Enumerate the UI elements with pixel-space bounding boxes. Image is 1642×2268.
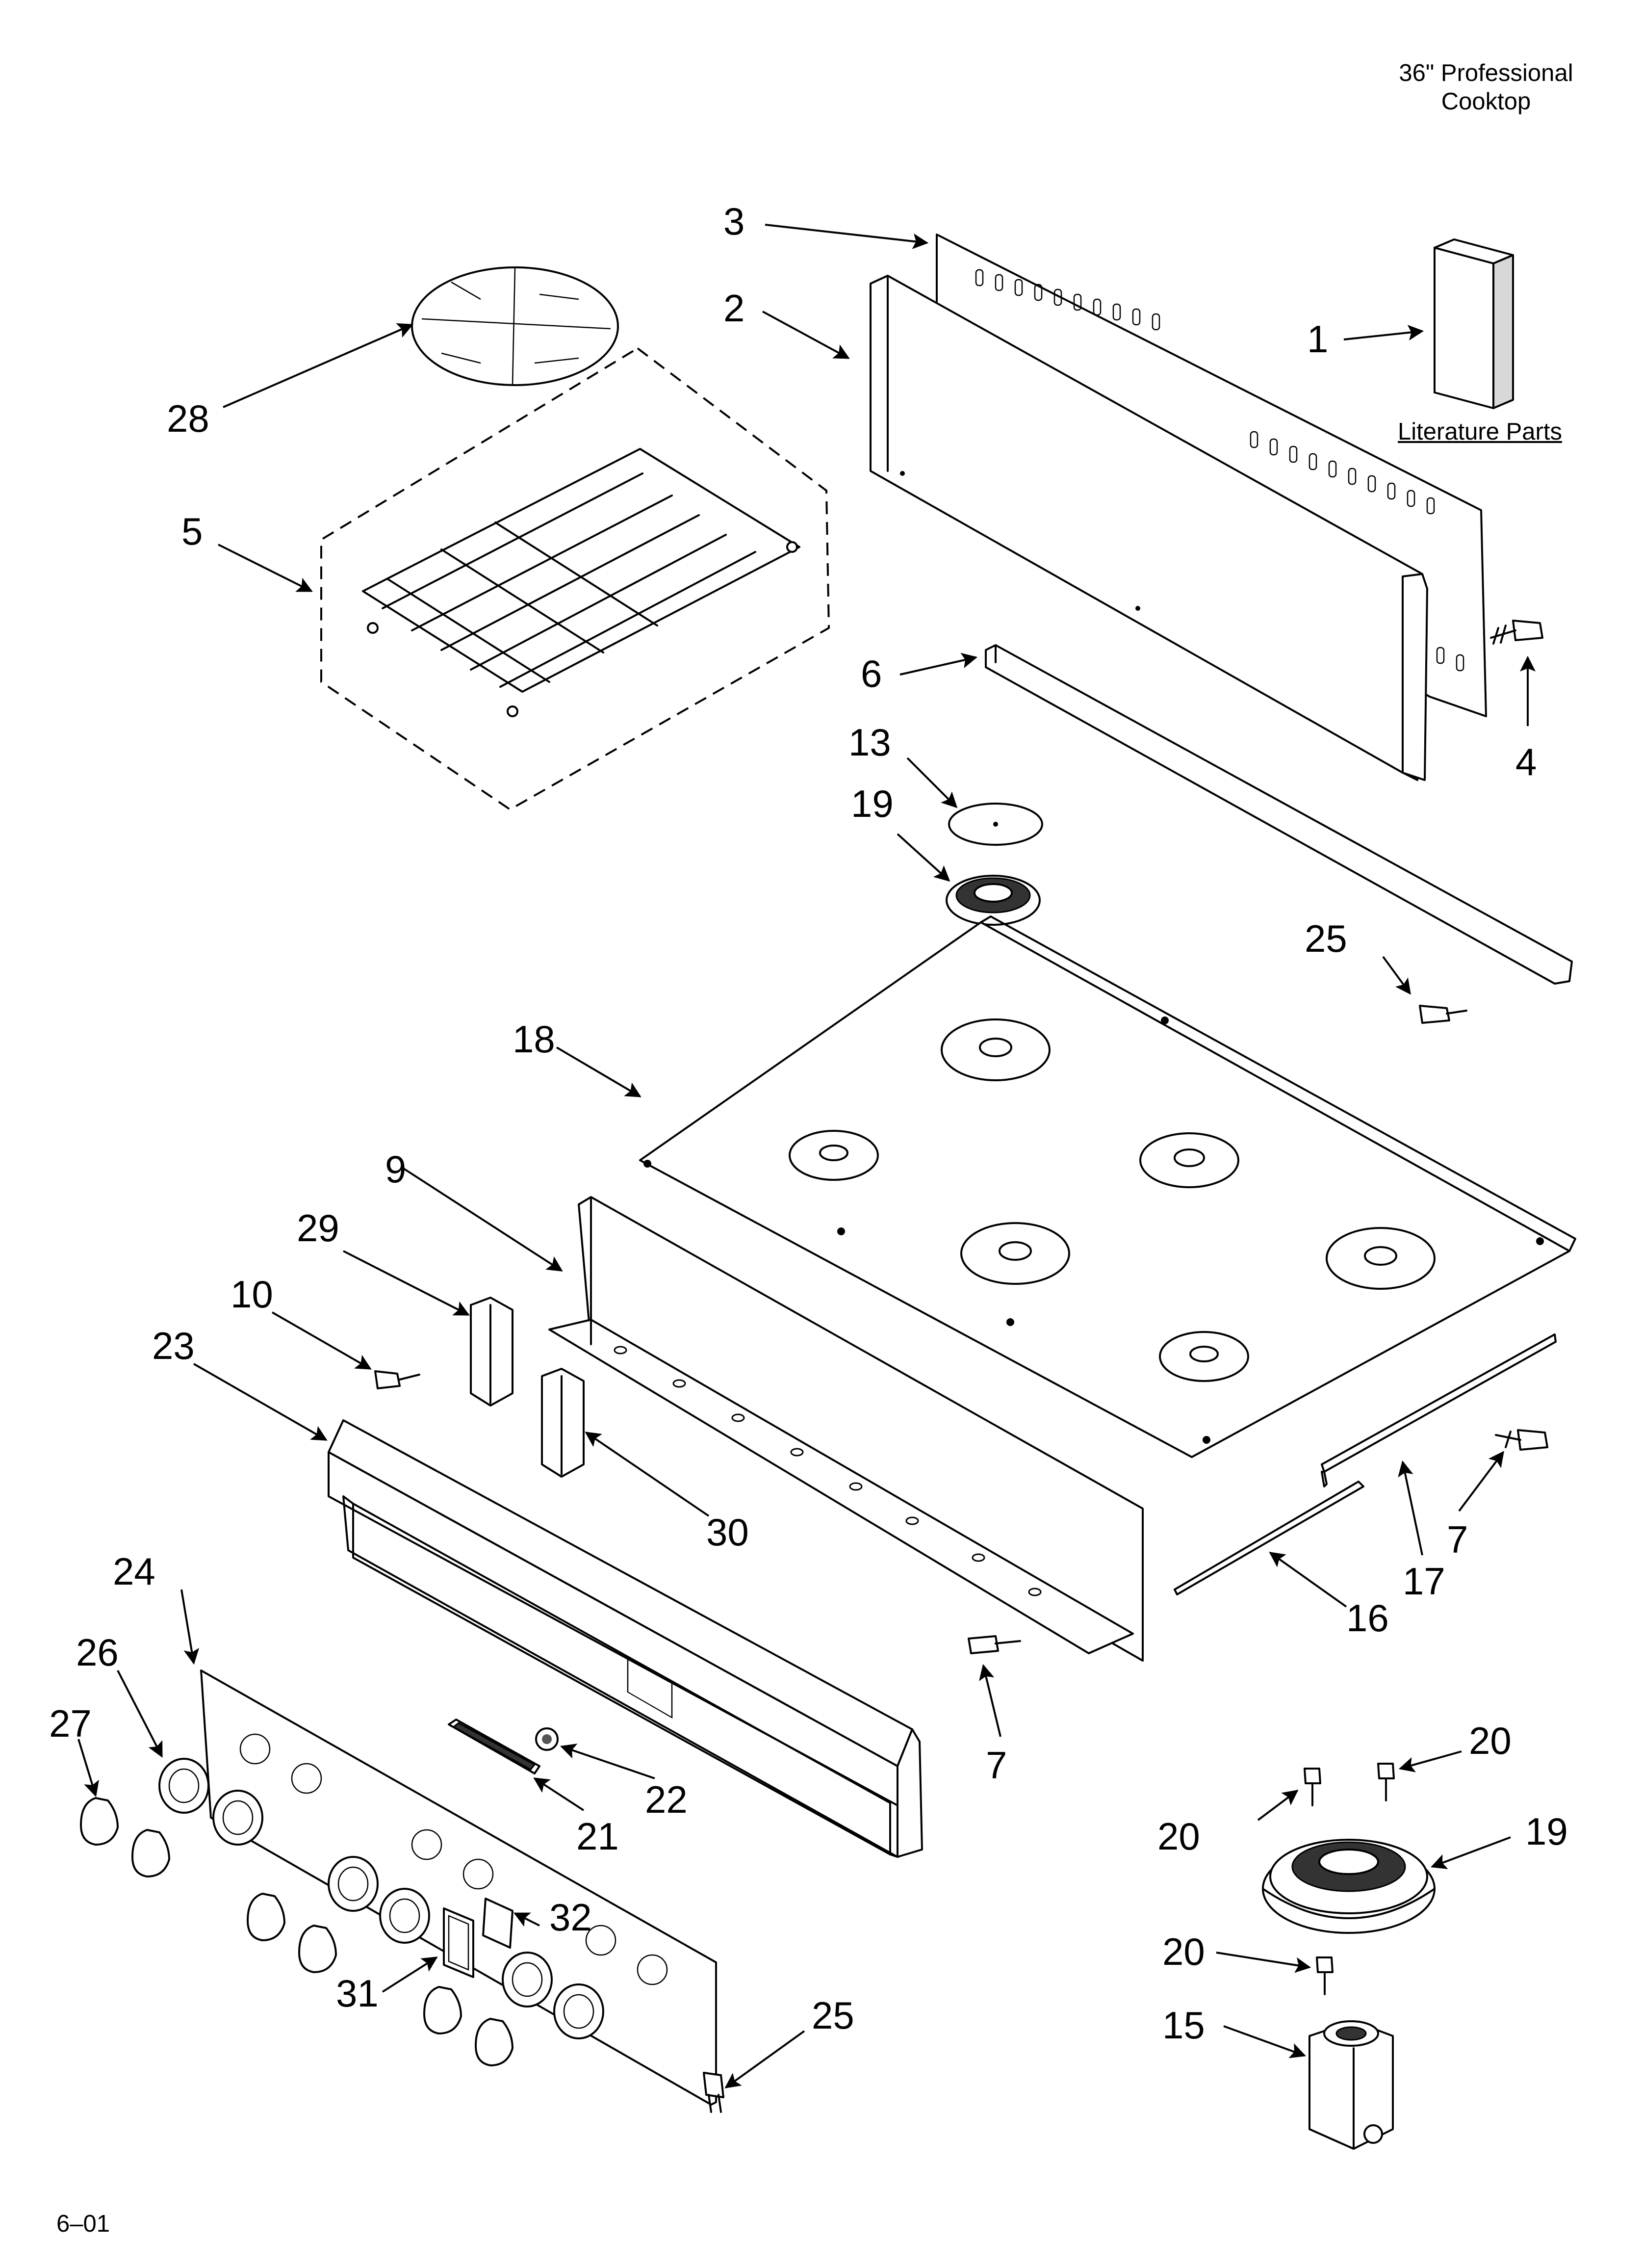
callout-25-lower: 25	[812, 1994, 854, 2037]
callout-18: 18	[513, 1017, 555, 1061]
part-19-burner-head-upper	[946, 875, 1041, 926]
part-25-screw-lower	[703, 2072, 724, 2113]
part-5-burner-grate	[320, 347, 830, 811]
literature-parts-label: Literature Parts	[1398, 418, 1562, 445]
callout-30: 30	[706, 1511, 749, 1554]
part-10-screw	[374, 1370, 420, 1389]
part-19-burner-base-lower	[1262, 1839, 1436, 1934]
callout-1: 1	[1307, 317, 1328, 361]
footer-code: 6–01	[56, 2211, 110, 2237]
part-22-button	[535, 1727, 559, 1751]
part-29-bracket-block	[470, 1297, 513, 1407]
part-1-literature-booklet	[1434, 238, 1514, 409]
callout-29: 29	[297, 1206, 339, 1250]
part-24-knob-panel	[200, 1669, 717, 2106]
part-30-bracket-block	[541, 1368, 585, 1478]
callout-5: 5	[181, 510, 203, 553]
page-header: 36" Professional Cooktop	[1363, 59, 1609, 116]
part-7-screw-right	[1495, 1429, 1548, 1451]
callout-19-lower: 19	[1525, 1810, 1568, 1853]
callout-9: 9	[385, 1147, 406, 1191]
callout-23: 23	[152, 1324, 195, 1367]
callout-24: 24	[113, 1550, 155, 1593]
part-4-screw	[1490, 620, 1543, 645]
callout-20-left: 20	[1157, 1815, 1200, 1858]
part-26-knob-bezels	[158, 1758, 604, 2039]
part-15-burner-base	[1308, 2020, 1394, 2150]
callout-labels: 1 2 3 4 5 6 7 7 9 10 13 15 16 17 18 19 1…	[49, 200, 1568, 2047]
part-21-nameplate	[448, 1719, 540, 1774]
header-line-2: Cooktop	[1441, 88, 1531, 115]
part-27-knobs	[80, 1797, 513, 2066]
callout-16: 16	[1346, 1596, 1389, 1640]
callout-19-upper: 19	[851, 782, 894, 825]
part-18-cooktop-surface	[639, 915, 1576, 1458]
callout-4: 4	[1515, 740, 1537, 783]
callout-10: 10	[231, 1273, 273, 1316]
part-23-control-panel	[328, 1419, 923, 1858]
callout-20-bottom: 20	[1162, 1930, 1205, 1973]
part-17-side-trim	[1321, 1333, 1557, 1487]
callout-31: 31	[336, 1972, 379, 2015]
callout-15: 15	[1162, 2004, 1205, 2047]
part-16-strip	[1174, 1481, 1364, 1595]
callout-21: 21	[576, 1815, 619, 1858]
part-13-burner-cap	[948, 803, 1043, 846]
callout-25-upper: 25	[1305, 917, 1347, 960]
part-28-circular-mesh	[411, 266, 619, 386]
part-31-window	[443, 1907, 474, 1978]
part-20-screws	[1304, 1763, 1395, 1995]
leader-arrows	[77, 224, 1536, 2088]
part-9-bracket	[548, 1196, 1144, 1719]
header-line-1: 36" Professional	[1399, 60, 1573, 86]
callout-32: 32	[549, 1896, 592, 1939]
callout-26: 26	[76, 1631, 119, 1674]
callout-6: 6	[861, 652, 882, 695]
callout-2: 2	[723, 287, 744, 330]
callout-3: 3	[723, 200, 744, 243]
callout-20-top: 20	[1469, 1719, 1512, 1762]
part-7-screw-center	[968, 1635, 1021, 1654]
part-6-trim-rail	[985, 644, 1573, 985]
callout-28: 28	[167, 397, 209, 440]
part-2-backguard	[870, 275, 1428, 781]
callout-7-right: 7	[1447, 1518, 1468, 1561]
callout-7-center: 7	[986, 1744, 1007, 1787]
callout-22: 22	[645, 1778, 688, 1821]
callout-13: 13	[848, 721, 891, 764]
callout-27: 27	[49, 1702, 92, 1745]
callout-17: 17	[1403, 1560, 1445, 1603]
part-25-screw-upper	[1419, 1005, 1467, 1024]
part-32-label	[482, 1898, 513, 1949]
